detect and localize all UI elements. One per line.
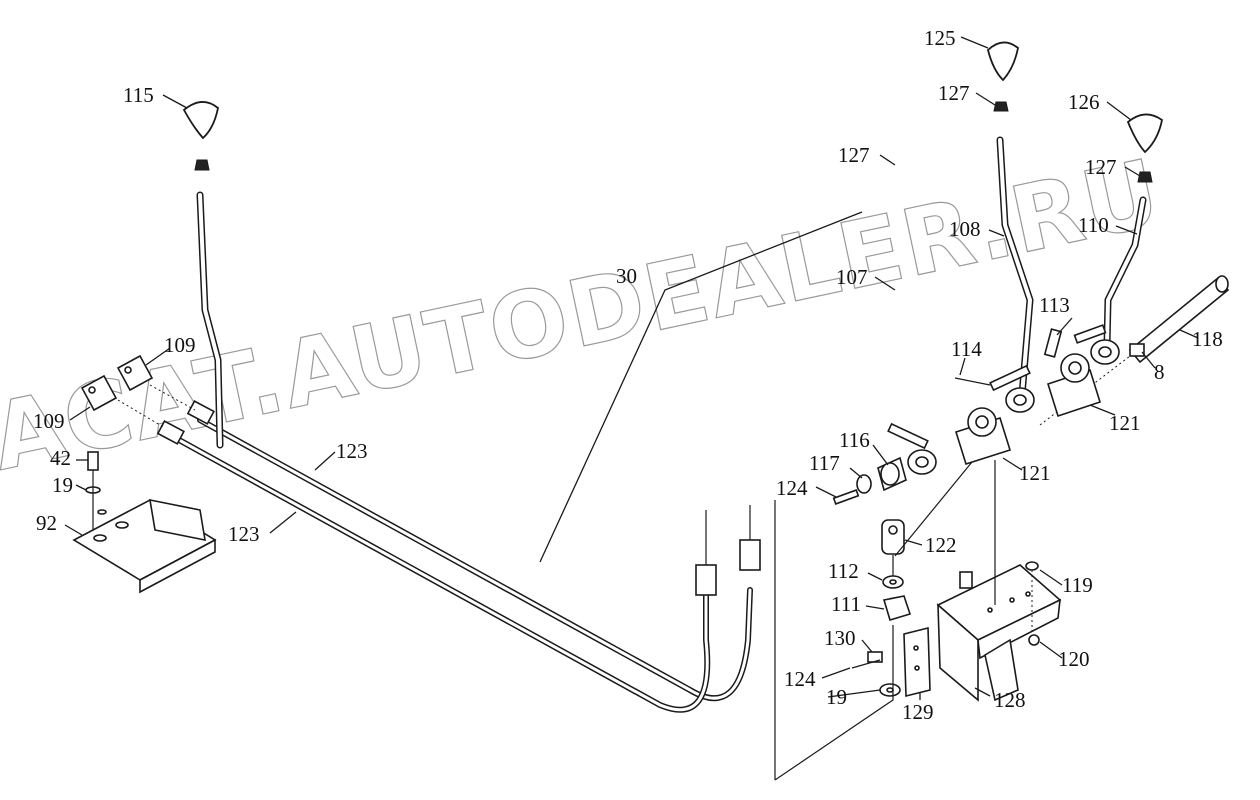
bolt-113 (1043, 328, 1063, 358)
callout-117: 117 (809, 451, 840, 475)
callout-126: 126 (1068, 90, 1100, 114)
mounting-bracket-128 (936, 564, 1062, 702)
callout-113: 113 (1039, 293, 1070, 317)
bearing-121-right (1047, 353, 1101, 418)
callout-19-left: 19 (52, 473, 73, 497)
plate-129 (903, 626, 931, 698)
axis-lower-link (774, 625, 894, 781)
callout-124-lower: 124 (784, 667, 816, 691)
callout-125: 125 (924, 26, 956, 50)
clevis-122 (881, 519, 905, 580)
lever-110 (1103, 113, 1163, 349)
bolt-119 (1025, 561, 1039, 571)
clevis-109-lower (80, 374, 118, 412)
callout-120: 120 (1058, 647, 1090, 671)
callout-124-upper: 124 (776, 476, 808, 500)
callout-121-right: 121 (1109, 411, 1141, 435)
spacer-116 (877, 456, 907, 492)
nut-120 (1028, 634, 1040, 646)
leader-lines (64, 36, 1199, 700)
bolt-42-washer-19 (85, 451, 101, 530)
cable-assembly-123 (117, 384, 761, 713)
callout-116: 116 (839, 428, 870, 452)
clevis-109-upper (116, 354, 154, 392)
callout-42: 42 (50, 446, 71, 470)
callout-30: 30 (616, 264, 637, 288)
callout-127-left: 127 (838, 143, 870, 167)
bolt-124-upper (832, 489, 860, 505)
pin-114 (954, 377, 991, 386)
hub-lever-110 (1073, 324, 1120, 365)
washer-19-lower (879, 683, 901, 697)
hub-lever-107 (887, 422, 937, 475)
callout-121-left: 121 (1019, 461, 1051, 485)
callout-108: 108 (949, 217, 981, 241)
callout-8: 8 (1154, 360, 1165, 384)
callout-130: 130 (824, 626, 856, 650)
nut-8 (1129, 343, 1145, 357)
callout-110: 110 (1078, 213, 1109, 237)
callout-112: 112 (828, 559, 859, 583)
hub-lever-108 (989, 364, 1035, 413)
callout-19-lower: 19 (826, 685, 847, 709)
bolt-124-lower (851, 659, 881, 669)
callout-115: 115 (123, 83, 154, 107)
callout-118: 118 (1192, 327, 1223, 351)
washer-112 (882, 575, 904, 589)
callout-109-lower: 109 (33, 409, 65, 433)
callout-128: 128 (994, 688, 1026, 712)
lever-107 (182, 101, 224, 449)
bracket-92 (72, 498, 217, 594)
callout-111: 111 (831, 592, 861, 616)
callout-129: 129 (902, 700, 934, 724)
callout-122: 122 (925, 533, 957, 557)
callout-127-middle: 127 (938, 81, 970, 105)
callout-109-upper: 109 (164, 333, 196, 357)
callout-114: 114 (951, 337, 982, 361)
lever-108 (986, 41, 1034, 399)
washer-117 (856, 474, 872, 494)
bearing-121-left (954, 407, 1012, 466)
callout-123-lower: 123 (228, 522, 260, 546)
leader-30 (539, 211, 863, 563)
callout-119: 119 (1062, 573, 1093, 597)
block-111 (882, 595, 912, 621)
callout-123-upper: 123 (336, 439, 368, 463)
callout-107: 107 (836, 265, 868, 289)
callout-92: 92 (36, 511, 57, 535)
callout-127-right: 127 (1085, 155, 1117, 179)
